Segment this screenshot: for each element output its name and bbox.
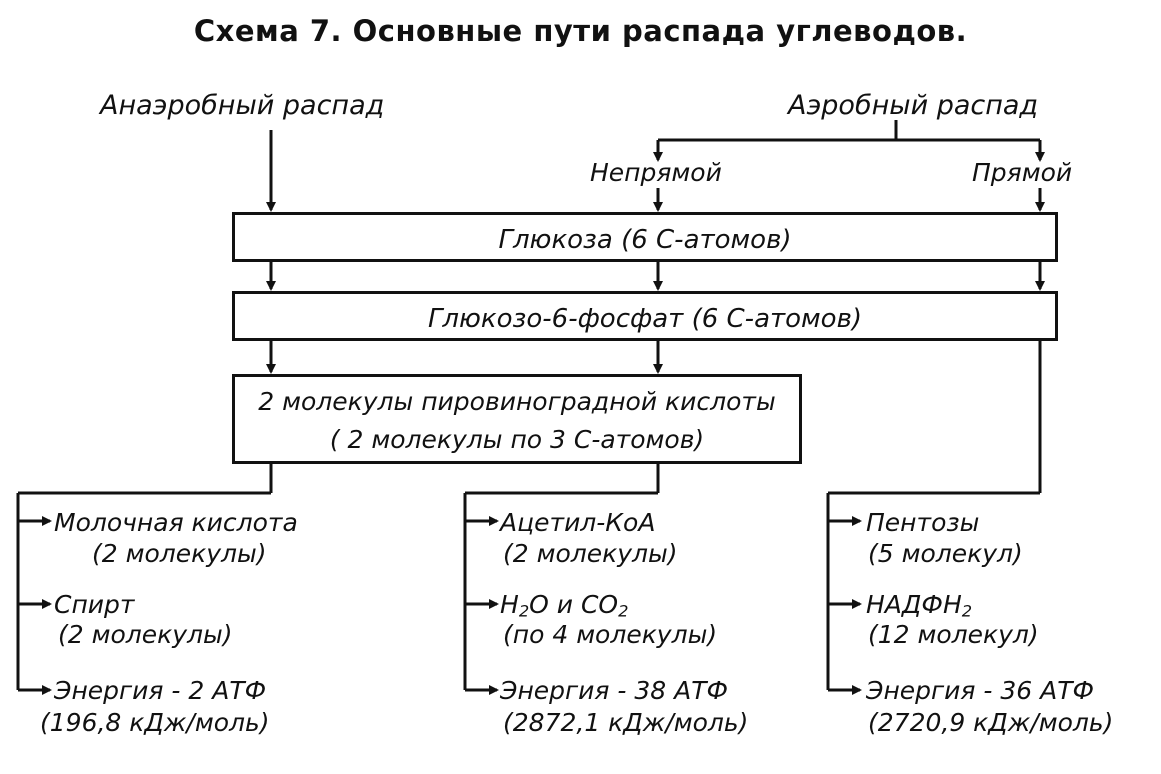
nadph-subscript: 2 <box>961 601 973 621</box>
product-h2o-co2: H2O и CO2 <box>500 592 628 620</box>
co2-subscript: 2 <box>618 601 629 621</box>
label-anaerobic: Анаэробный распад <box>100 90 385 121</box>
nadph-text: НАДФН <box>866 590 962 619</box>
pyruvate-label-line2: ( 2 молекулы по 3 С-атомов) <box>329 425 705 454</box>
glucose-label: Глюкоза (6 С-атомов) <box>498 225 792 255</box>
pyruvate-box: 2 молекулы пировиноградной кислоты ( 2 м… <box>232 374 802 464</box>
product-pentoses: Пентозы <box>866 508 980 537</box>
product-alcohol: Спирт <box>54 590 135 619</box>
pyruvate-label-line1: 2 молекулы пировиноградной кислоты <box>258 387 776 416</box>
page-title: Схема 7. Основные пути распада углеводов… <box>193 14 968 48</box>
label-direct: Прямой <box>972 158 1073 187</box>
label-indirect: Непрямой <box>590 158 722 187</box>
product-lactic-acid-qty: (2 молекулы) <box>92 539 267 568</box>
h2o-co2-text: O и CO <box>529 590 619 619</box>
product-alcohol-qty: (2 молекулы) <box>58 620 233 649</box>
label-aerobic: Аэробный распад <box>788 90 1039 121</box>
energy-direct-value: (2720,9 кДж/моль) <box>868 708 1114 737</box>
energy-anaerobic-value: (196,8 кДж/моль) <box>40 708 270 737</box>
product-pentoses-qty: (5 молекул) <box>868 539 1023 568</box>
energy-indirect-value: (2872,1 кДж/моль) <box>503 708 749 737</box>
glucose-box: Глюкоза (6 С-атомов) <box>232 212 1058 262</box>
product-acetyl-coa-qty: (2 молекулы) <box>503 539 678 568</box>
product-nadph-qty: (12 молекул) <box>868 620 1039 649</box>
product-h2o-co2-qty: (по 4 молекулы) <box>503 620 718 649</box>
product-nadph: НАДФН2 <box>866 592 972 620</box>
product-lactic-acid: Молочная кислота <box>54 508 298 537</box>
energy-direct: Энергия - 36 АТФ <box>866 676 1095 705</box>
glucose-6-phosphate-label: Глюкозо-6-фосфат (6 С-атомов) <box>427 304 863 334</box>
h2o-text-h: H <box>500 590 519 619</box>
h2o-subscript: 2 <box>518 601 530 621</box>
energy-indirect: Энергия - 38 АТФ <box>500 676 729 705</box>
product-acetyl-coa: Ацетил-КоА <box>500 508 656 537</box>
energy-anaerobic: Энергия - 2 АТФ <box>54 676 267 705</box>
glucose-6-phosphate-box: Глюкозо-6-фосфат (6 С-атомов) <box>232 291 1058 341</box>
